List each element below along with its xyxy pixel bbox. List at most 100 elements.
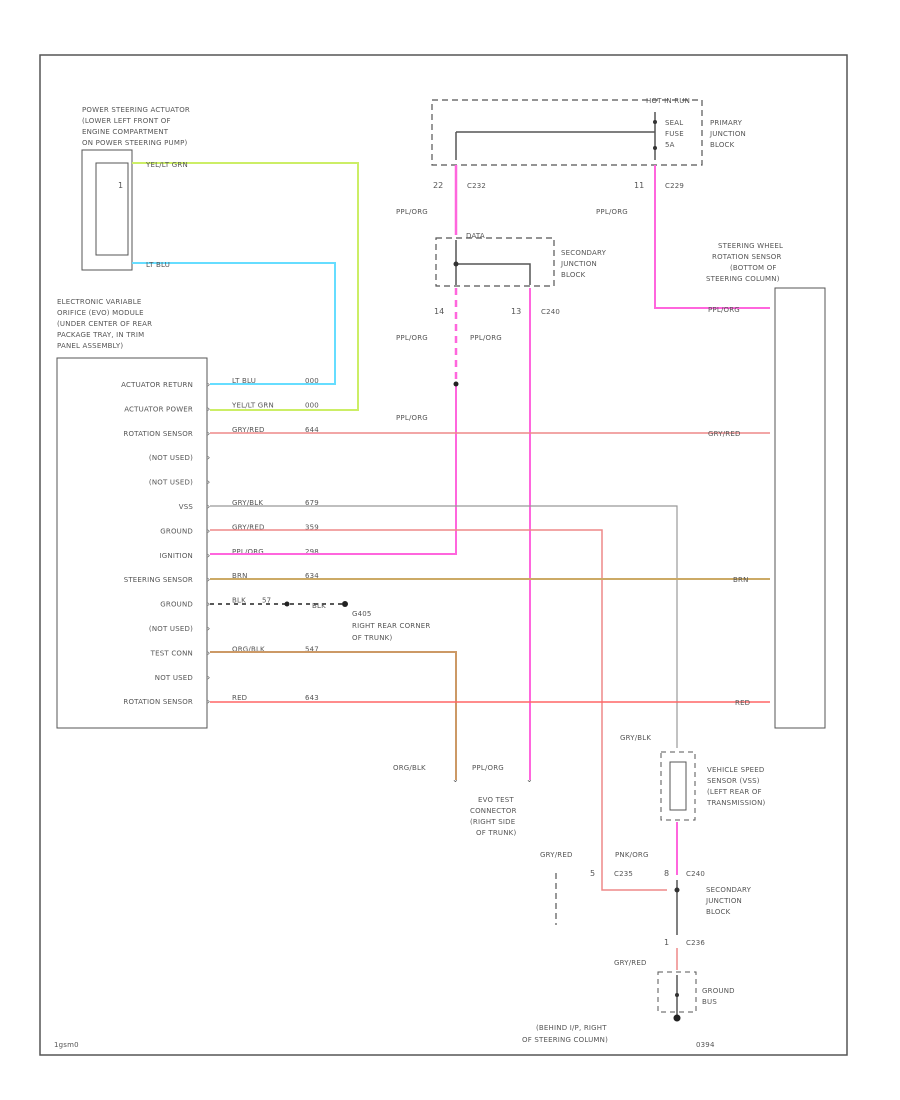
primary-jb-left-pin: 22 bbox=[433, 181, 443, 190]
evo-pin-wire-color: PPL/ORG bbox=[232, 548, 264, 556]
wire-gry-red-ground bbox=[210, 529, 667, 891]
evo-test-pin-right: ⌄ bbox=[526, 775, 533, 784]
actuator-inner bbox=[95, 162, 129, 256]
steering-sensor-box bbox=[774, 287, 826, 729]
evo-pin-label: NOT USED bbox=[155, 674, 193, 682]
evo-pin-label: GROUND bbox=[160, 601, 193, 609]
secondary-jb-bottom-right-pin: 8 bbox=[664, 869, 669, 878]
secondary-jb-top-conn: C240 bbox=[541, 308, 560, 316]
footer-right: 0394 bbox=[696, 1041, 715, 1049]
primary-jb-right-conn: C229 bbox=[665, 182, 684, 190]
primary-jb-hot: HOT IN RUN bbox=[646, 97, 690, 105]
actuator-title-2: (LOWER LEFT FRONT OF bbox=[82, 117, 171, 125]
evo-title-1: ELECTRONIC VARIABLE bbox=[57, 298, 141, 306]
primary-jb-bus bbox=[456, 112, 656, 160]
primary-jb-fuse-2: FUSE bbox=[665, 130, 684, 138]
wire-org-blk-test bbox=[210, 651, 457, 780]
evo-title-3: (UNDER CENTER OF REAR bbox=[57, 320, 152, 328]
wire-ppl-org-label-4: PPL/ORG bbox=[396, 334, 428, 342]
wire-ppl-org-label-1: PPL/ORG bbox=[396, 208, 428, 216]
wire-yel-ltgrn-label: YEL/LT GRN bbox=[145, 161, 188, 169]
ground-g405-desc-2: OF TRUNK) bbox=[352, 634, 392, 642]
evo-pin-circuit: 000 bbox=[305, 377, 319, 385]
evo-pin-connector: › bbox=[207, 502, 210, 511]
evo-pin-label: VSS bbox=[179, 503, 194, 511]
evo-pin-wire-color: GRY/RED bbox=[232, 523, 265, 531]
evo-pin-label: ACTUATOR POWER bbox=[124, 405, 193, 413]
evo-pin-connector: › bbox=[207, 697, 210, 706]
footer-left: 1gsm0 bbox=[54, 1041, 79, 1049]
evo-pin-circuit: 547 bbox=[305, 645, 319, 653]
ground-bus-label-1: GROUND bbox=[702, 987, 735, 995]
vss-title-1: VEHICLE SPEED bbox=[707, 766, 764, 774]
secondary-jb-bottom-right-conn: C240 bbox=[686, 870, 705, 878]
secondary-jb-top-right-pin: 13 bbox=[511, 307, 521, 316]
evo-pin-wire-color: RED bbox=[232, 694, 247, 702]
evo-pin-connector: › bbox=[207, 624, 210, 633]
primary-jb-label-2: JUNCTION bbox=[709, 130, 746, 138]
evo-pin-connector: › bbox=[207, 600, 210, 609]
primary-jb-outline bbox=[431, 99, 703, 166]
evo-pin-label: ACTUATOR RETURN bbox=[121, 381, 193, 389]
evo-pin-connector: › bbox=[207, 673, 210, 682]
actuator-title-1: POWER STEERING ACTUATOR bbox=[82, 106, 190, 114]
secondary-jb-top-splice bbox=[453, 261, 459, 267]
evo-pin-label: ROTATION SENSOR bbox=[123, 430, 193, 438]
vss-title-2: SENSOR (VSS) bbox=[707, 777, 760, 785]
vss-inner bbox=[669, 761, 687, 811]
ground-g405-desc-1: RIGHT REAR CORNER bbox=[352, 622, 430, 630]
vehicle-speed-sensor: VEHICLE SPEED SENSOR (VSS) (LEFT REAR OF… bbox=[660, 751, 766, 821]
evo-pin-circuit: 000 bbox=[305, 401, 319, 409]
evo-pin-label: STEERING SENSOR bbox=[124, 576, 193, 584]
steering-sensor-title-4: STEERING COLUMN) bbox=[706, 275, 780, 283]
secondary-jb-top-label-1: SECONDARY bbox=[561, 249, 607, 257]
primary-jb-label-3: BLOCK bbox=[710, 141, 735, 149]
ground-wire-label: BLK bbox=[312, 602, 326, 610]
evo-pin-circuit: 634 bbox=[305, 572, 319, 580]
evo-pin-circuit: 298 bbox=[305, 548, 319, 556]
secondary-jb-bottom-conn-c236: C236 bbox=[686, 939, 705, 947]
wire-ppl-org-ignition bbox=[210, 385, 457, 555]
ground-g405-label: G405 bbox=[352, 610, 372, 618]
actuator-pin-1: 1 bbox=[118, 181, 123, 190]
wire-org-blk-label-bottom: ORG/BLK bbox=[393, 764, 426, 772]
evo-pin-connector: › bbox=[207, 648, 210, 657]
evo-pin-circuit: 679 bbox=[305, 499, 319, 507]
steering-sensor-title-2: ROTATION SENSOR bbox=[712, 253, 782, 261]
ground-bus-location-1: (BEHIND I/P, RIGHT bbox=[536, 1024, 607, 1032]
ground-bus-outline bbox=[657, 971, 697, 1013]
evo-pin-wire-color: GRY/BLK bbox=[232, 499, 263, 507]
evo-title-4: PACKAGE TRAY, IN TRIM bbox=[57, 331, 144, 339]
vss-title-4: TRANSMISSION) bbox=[706, 799, 766, 807]
wire-ppl-org-label-5: PPL/ORG bbox=[396, 414, 428, 422]
secondary-jb-top-left-pin: 14 bbox=[434, 307, 444, 316]
evo-title-2: ORIFICE (EVO) MODULE bbox=[57, 309, 144, 317]
actuator-box bbox=[81, 149, 133, 271]
evo-test-pin-left: ⌄ bbox=[452, 775, 459, 784]
wire-lt-blu bbox=[132, 262, 336, 385]
evo-pin-connector: › bbox=[207, 380, 210, 389]
evo-pin-connector: › bbox=[207, 429, 210, 438]
wire-ppl-org-label-7: PPL/ORG bbox=[472, 764, 504, 772]
wire-gry-blk-vss bbox=[210, 505, 678, 748]
ground-bus: GROUND BUS (BEHIND I/P, RIGHT OF STEERIN… bbox=[522, 971, 735, 1044]
secondary-jb-bottom-label-1: SECONDARY bbox=[706, 886, 752, 894]
evo-pin-connector: › bbox=[207, 526, 210, 535]
evo-test-title-2: CONNECTOR bbox=[470, 807, 517, 815]
diagram-frame bbox=[39, 54, 848, 1056]
ground-g405-dot bbox=[342, 601, 348, 607]
evo-pin-label: (NOT USED) bbox=[149, 625, 193, 633]
evo-pin-label: (NOT USED) bbox=[149, 479, 193, 487]
evo-pin-label: TEST CONN bbox=[150, 649, 193, 657]
evo-pin-connector: › bbox=[207, 551, 210, 560]
evo-title-5: PANEL ASSEMBLY) bbox=[57, 342, 123, 350]
evo-pin-label: (NOT USED) bbox=[149, 454, 193, 462]
evo-test-connector: EVO TEST CONNECTOR (RIGHT SIDE OF TRUNK)… bbox=[452, 775, 533, 837]
evo-pin-wire-color: GRY/RED bbox=[232, 426, 265, 434]
ignition-splice bbox=[453, 381, 459, 387]
wire-gry-red-label-bottom: GRY/RED bbox=[540, 851, 573, 859]
secondary-jb-top-label-2: JUNCTION bbox=[560, 260, 597, 268]
wire-gry-blk-label: GRY/BLK bbox=[620, 734, 651, 742]
